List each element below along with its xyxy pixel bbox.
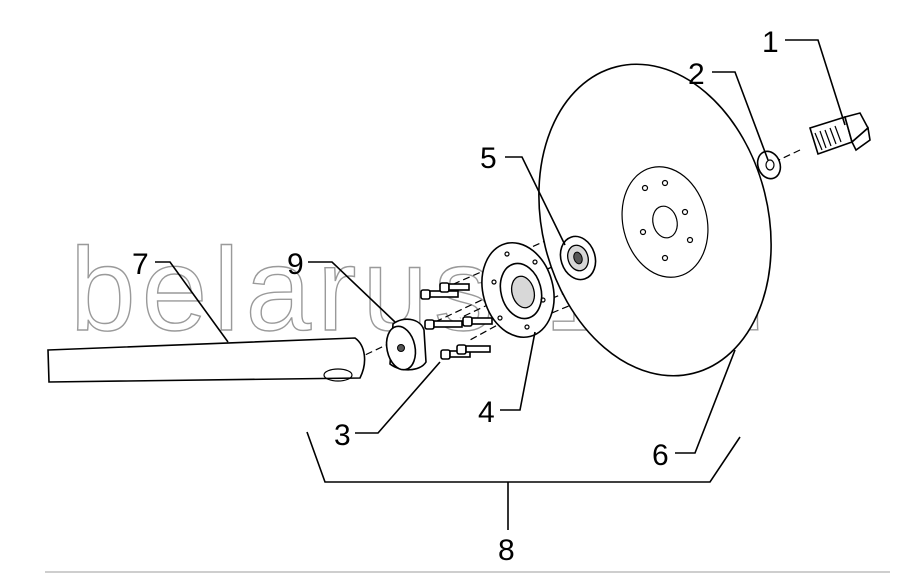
callout-5: 5	[480, 142, 497, 175]
small-bolt	[462, 316, 493, 327]
leader-lines	[155, 39, 846, 530]
bearing	[559, 235, 597, 281]
callout-9: 9	[287, 248, 304, 281]
hex-bolt	[809, 112, 871, 156]
callout-4: 4	[478, 396, 495, 429]
callout-2: 2	[688, 58, 705, 91]
callout-3: 3	[334, 419, 351, 452]
small-bolt	[439, 282, 470, 293]
callout-1: 1	[762, 26, 779, 59]
small-bolt	[456, 344, 491, 355]
small-bolts	[420, 282, 493, 360]
callout-labels: 1 2 3 4 5 6 7 8 9	[132, 26, 779, 567]
callout-6: 6	[652, 439, 669, 472]
hub-flange	[481, 241, 555, 339]
callout-7: 7	[132, 248, 149, 281]
callout-8: 8	[498, 534, 515, 567]
spacer-cap	[385, 318, 427, 371]
support-arm	[47, 337, 366, 383]
disc-blade	[538, 63, 772, 377]
small-bolt	[424, 319, 463, 330]
